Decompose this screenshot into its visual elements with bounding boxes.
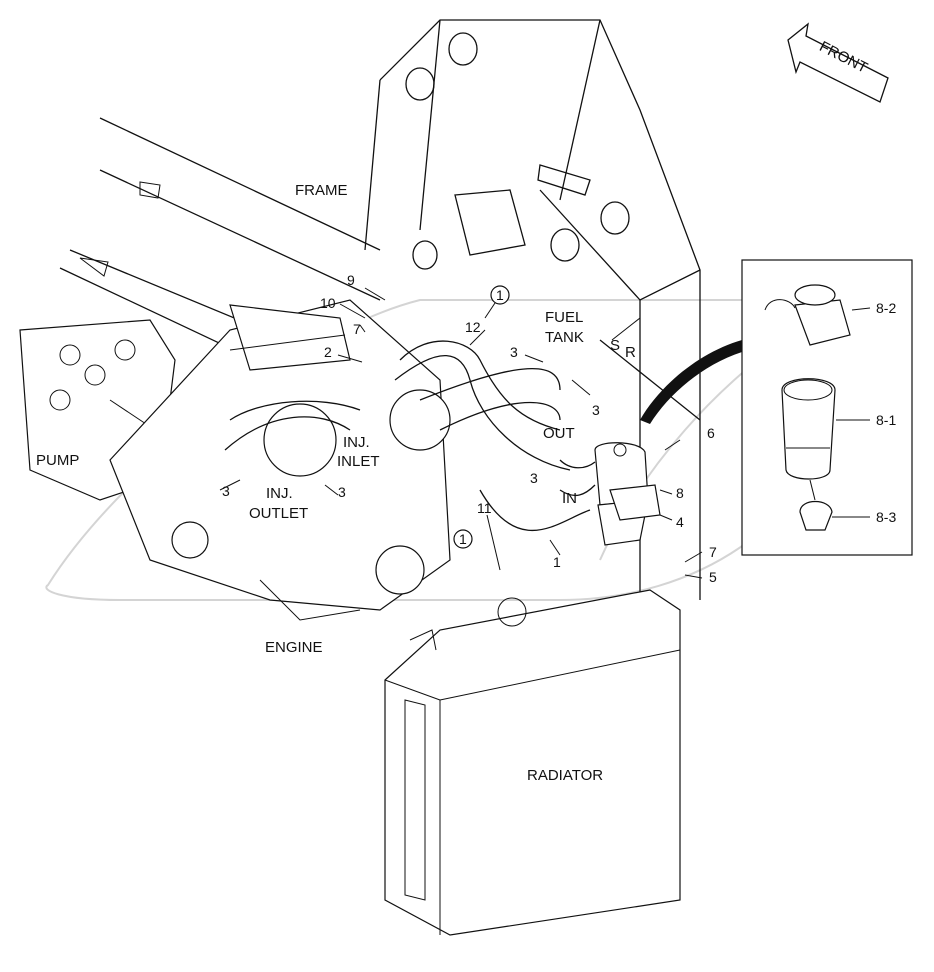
fuel-tank-label-1: FUEL: [545, 309, 583, 326]
callout-2: 2: [324, 344, 332, 360]
callout-4: 4: [676, 514, 684, 530]
fuel-lines: [224, 340, 596, 532]
text-labels: FUEL TANK S R INJ. INLET INJ. OUTLET OUT…: [222, 272, 896, 585]
callout-1a: 1: [496, 287, 504, 303]
callout-7b: 7: [709, 544, 717, 560]
callout-10: 10: [320, 295, 336, 311]
detail-inset: [640, 259, 913, 556]
fuel-tank-label-2: TANK: [545, 329, 584, 346]
callout-7a: 7: [353, 321, 361, 337]
out-label: OUT: [543, 425, 575, 442]
inj-inlet-label-1: INJ.: [343, 434, 370, 451]
callout-3d: 3: [222, 483, 230, 499]
callout-3b: 3: [592, 402, 600, 418]
callout-6: 6: [707, 425, 715, 441]
engine: ENGINE: [109, 299, 451, 656]
r-label: R: [625, 344, 636, 361]
callout-11: 11: [477, 500, 492, 516]
inj-inlet-label-2: INLET: [337, 453, 380, 470]
leader-lines: [219, 287, 703, 579]
circle-callouts: [453, 285, 510, 549]
callout-8: 8: [676, 485, 684, 501]
inj-outlet-label-1: INJ.: [266, 485, 293, 502]
radiator-label: RADIATOR: [527, 767, 603, 784]
callout-3a: 3: [510, 344, 518, 360]
callout-1c: 1: [553, 554, 561, 570]
front-label: FRONT: [817, 38, 871, 77]
fuel-filter: [594, 442, 661, 546]
callout-3e: 3: [338, 484, 346, 500]
engine-label: ENGINE: [265, 639, 323, 656]
callout-3c: 3: [530, 470, 538, 486]
frame: FRAME: [59, 19, 701, 600]
pump-label: PUMP: [36, 452, 79, 469]
frame-label: FRAME: [295, 182, 348, 199]
radiator: RADIATOR: [384, 589, 681, 936]
callout-8-2: 8-2: [876, 300, 896, 316]
callout-12: 12: [465, 319, 481, 335]
callout-8-1: 8-1: [876, 412, 896, 428]
callout-1b: 1: [459, 531, 467, 547]
callout-8-3: 8-3: [876, 509, 896, 525]
callout-9: 9: [347, 272, 355, 288]
s-label: S: [610, 337, 620, 354]
front-arrow: FRONT: [787, 22, 889, 103]
inj-outlet-label-2: OUTLET: [249, 505, 308, 522]
callout-5: 5: [709, 569, 717, 585]
in-label: IN: [562, 490, 577, 507]
